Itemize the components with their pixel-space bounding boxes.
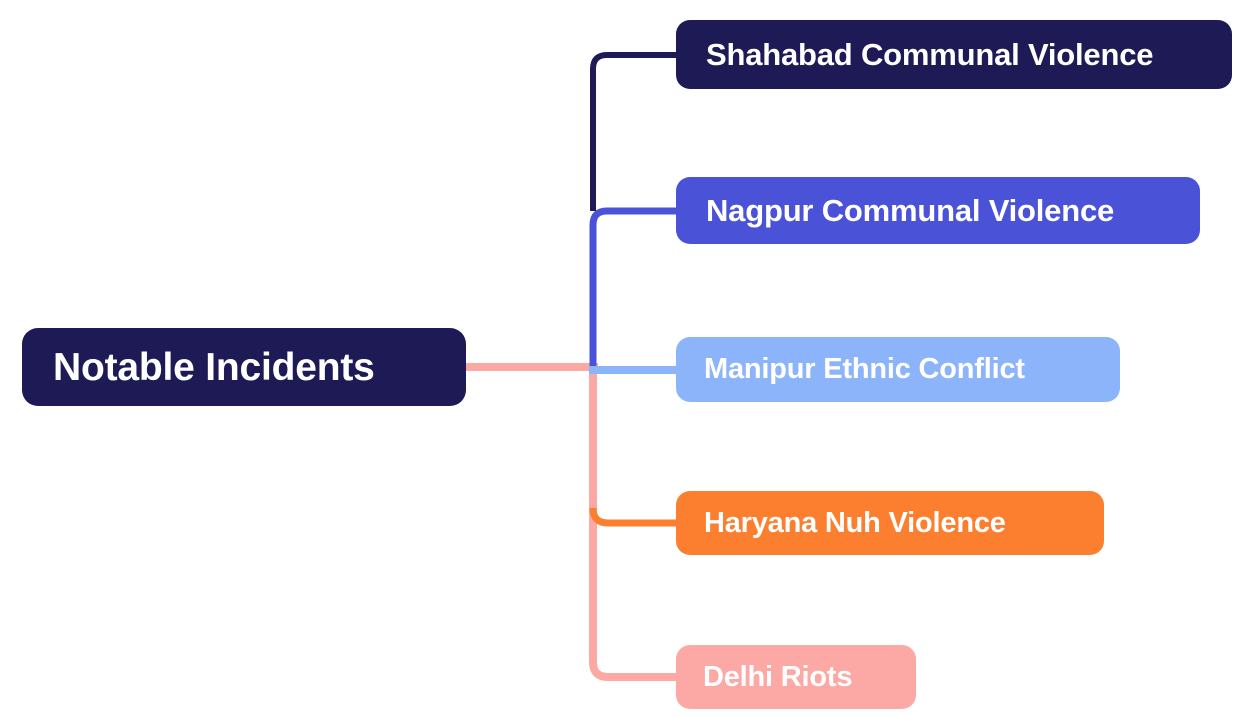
mindmap-node-haryana[interactable]: Haryana Nuh Violence (676, 491, 1104, 555)
connector-delhi (589, 367, 680, 681)
mindmap-root-label: Notable Incidents (53, 345, 375, 389)
mindmap-node-label-haryana: Haryana Nuh Violence (704, 506, 1006, 539)
mindmap-root-node[interactable]: Notable Incidents (22, 328, 466, 406)
mindmap-node-shahabad[interactable]: Shahabad Communal Violence (676, 20, 1232, 89)
connector-nagpur (589, 207, 680, 372)
connector-shahabad (590, 52, 680, 211)
mindmap-node-label-manipur: Manipur Ethnic Conflict (704, 353, 1025, 385)
mindmap-node-manipur[interactable]: Manipur Ethnic Conflict (676, 337, 1120, 402)
mindmap-node-delhi[interactable]: Delhi Riots (676, 645, 916, 709)
connector-haryana (589, 507, 680, 527)
mindmap-node-label-shahabad: Shahabad Communal Violence (706, 37, 1154, 72)
mindmap-node-label-nagpur: Nagpur Communal Violence (706, 193, 1115, 228)
mindmap-node-label-delhi: Delhi Riots (703, 660, 853, 693)
mindmap-node-nagpur[interactable]: Nagpur Communal Violence (676, 177, 1200, 244)
